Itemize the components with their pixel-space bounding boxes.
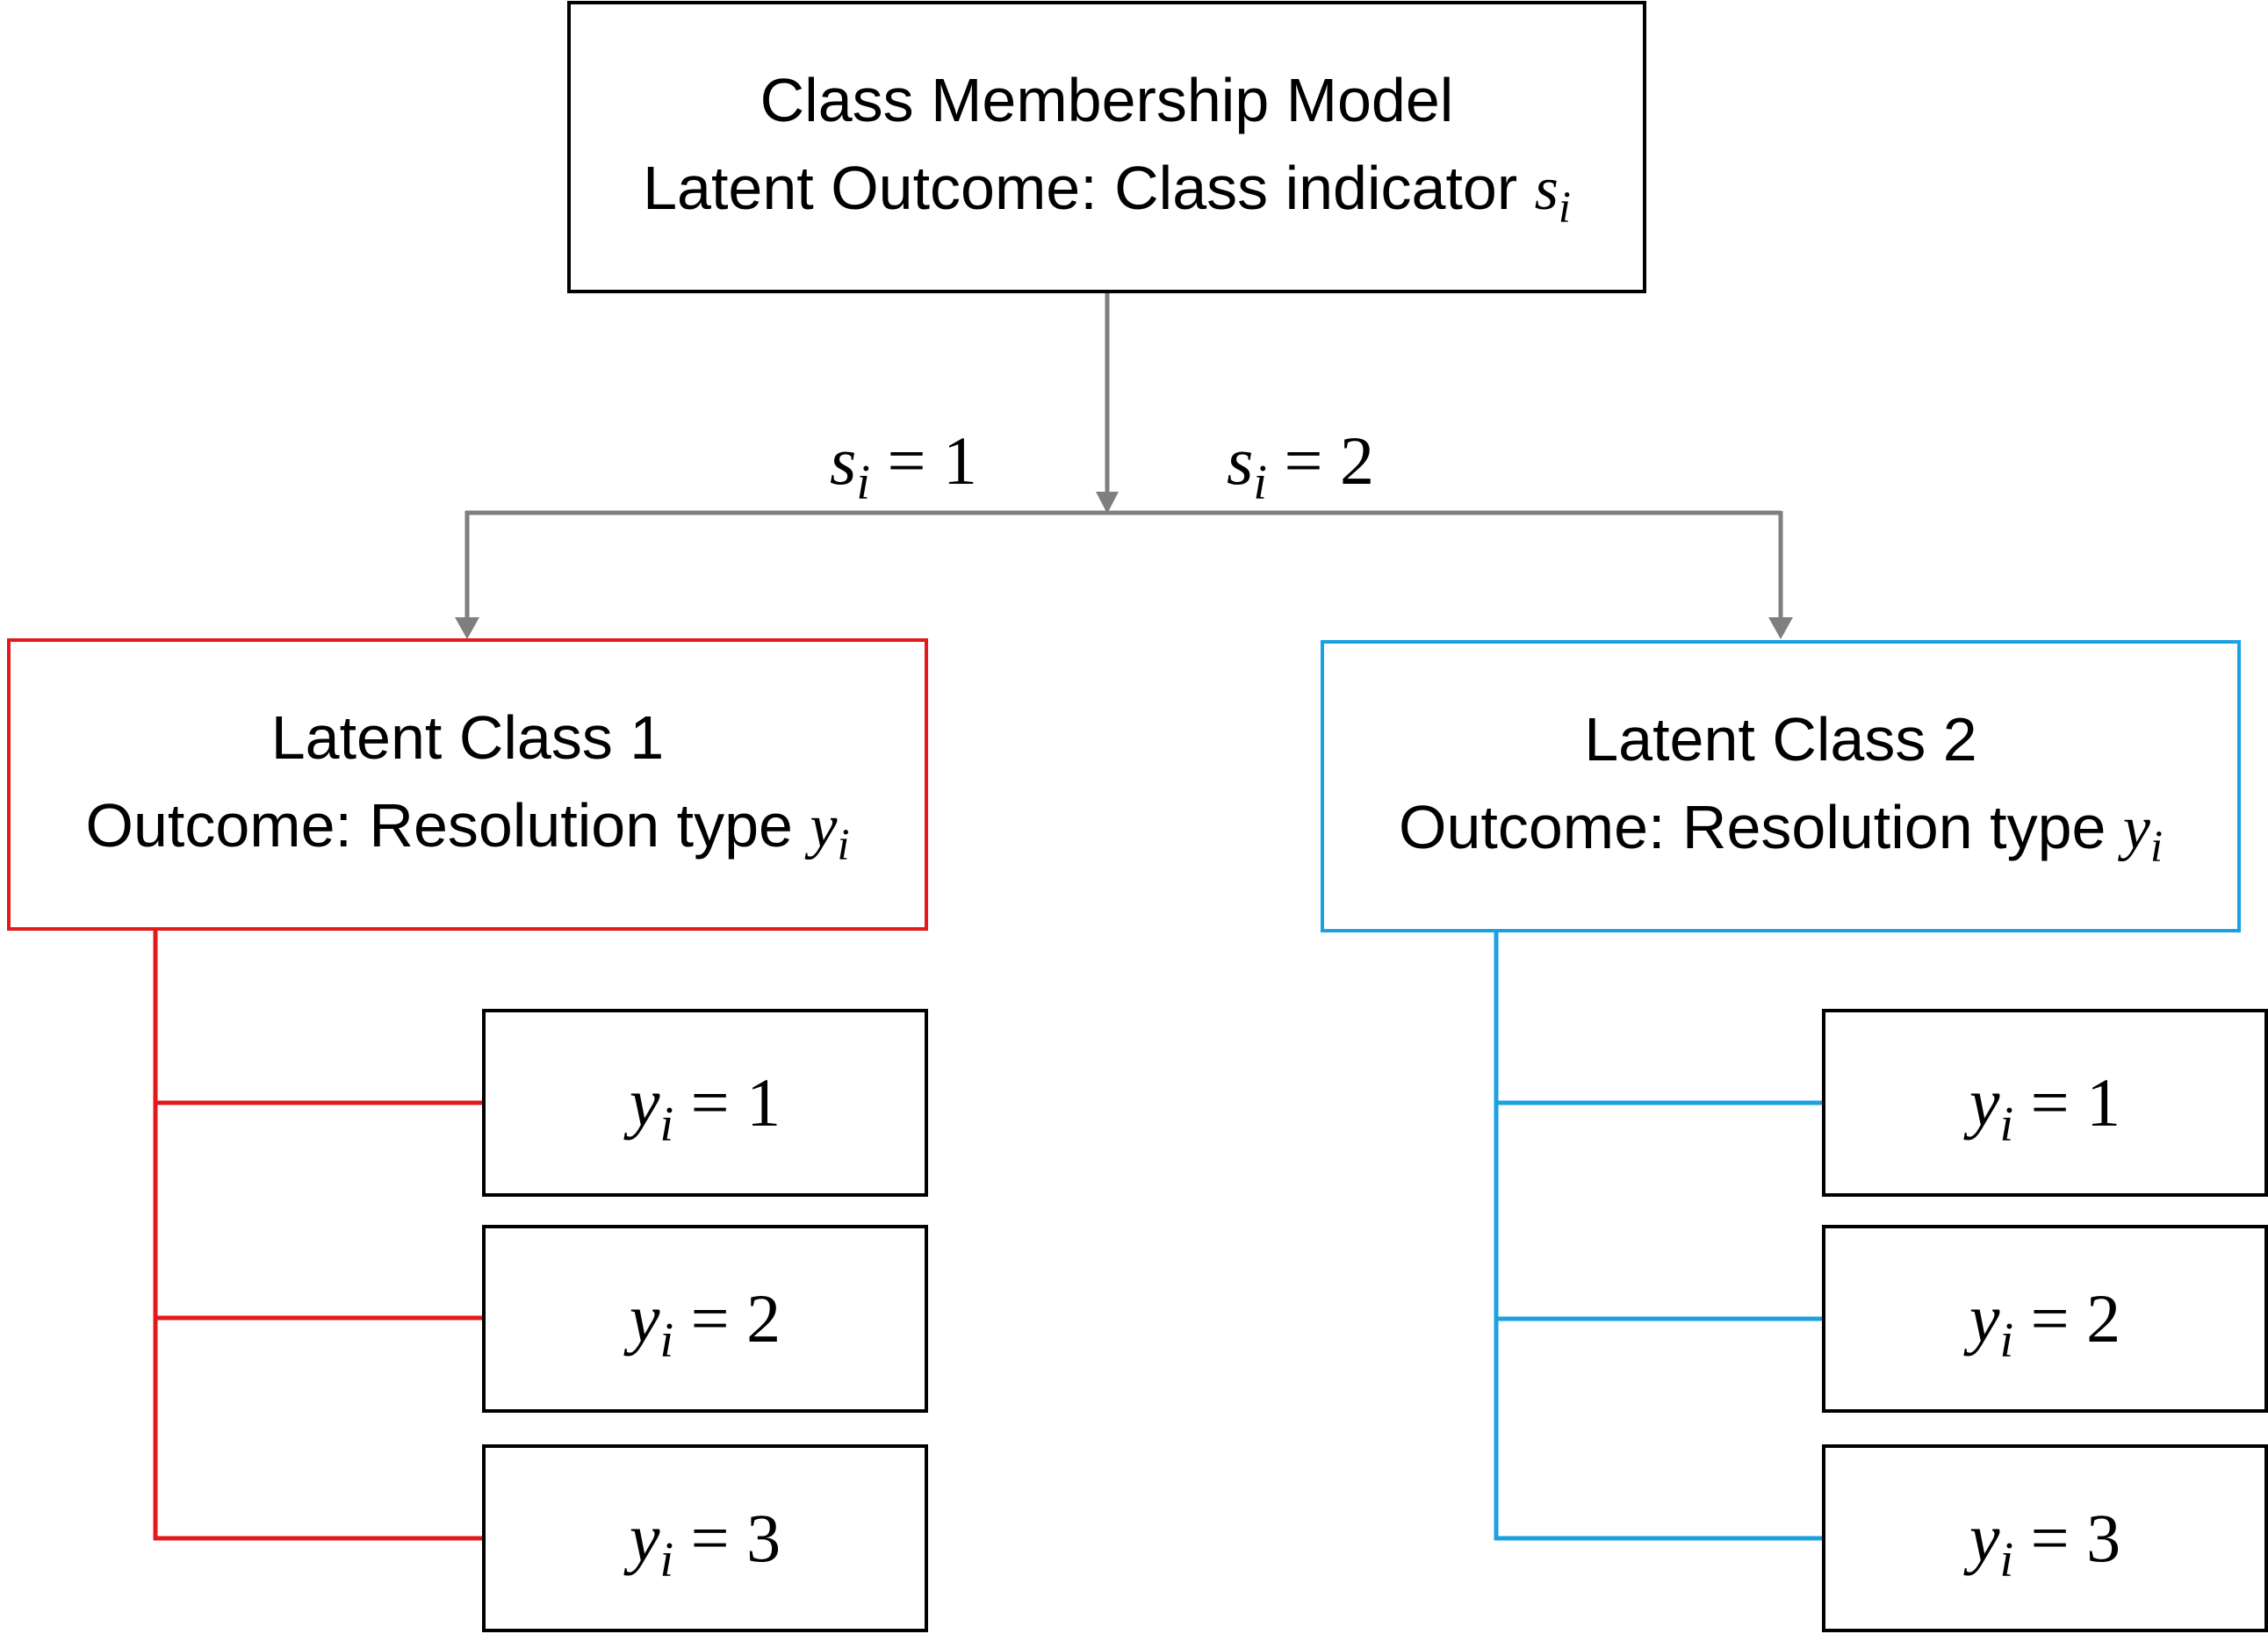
class2-option-3-subscript: i (1999, 1532, 2014, 1587)
class2-option-3-symbol: y (1969, 1500, 2000, 1576)
latent-class-2-outcome: Outcome: Resolution type (1399, 793, 2106, 861)
branch1-symbol: s (830, 422, 857, 499)
latent-outcome-line: Latent Outcome: Class indicator si (643, 144, 1571, 238)
class2-outcome-subscript: i (2149, 822, 2163, 872)
class-indicator-symbol: s (1534, 155, 1559, 223)
class2-option-3-box: yi = 3 (1822, 1444, 2268, 1632)
branch2-symbol: s (1227, 422, 1254, 499)
connector-left-arrowhead (455, 617, 479, 639)
class2-option-1-relation: = 1 (2030, 1064, 2121, 1141)
class-membership-title: Class Membership Model (760, 66, 1454, 134)
class2-option-2: yi = 2 (1825, 1228, 2264, 1409)
class1-option-1-relation: = 1 (690, 1064, 781, 1141)
connector-right-arrowhead (1768, 617, 1793, 639)
class1-option-1-symbol: y (629, 1064, 660, 1141)
branch1-relation: = 1 (887, 422, 977, 499)
class1-option-2-box: yi = 2 (482, 1225, 928, 1413)
class1-option-2-subscript: i (659, 1313, 674, 1368)
branch2-subscript: i (1253, 455, 1267, 510)
class1-outcome-subscript: i (837, 820, 850, 870)
latent-class-2-title: Latent Class 2 (1584, 705, 1977, 774)
class2-option-2-symbol: y (1969, 1280, 2000, 1357)
branch-label-class2: si = 2 (1227, 421, 1374, 510)
class-membership-box: Class Membership Model Latent Outcome: C… (567, 1, 1646, 293)
class1-option-3-box: yi = 3 (482, 1444, 928, 1632)
class2-option-1-box: yi = 1 (1822, 1009, 2268, 1197)
class-indicator-subscript: i (1558, 183, 1571, 233)
latent-class-2-outcome-line: Outcome: Resolution type yi (1399, 783, 2163, 877)
class1-outcome-symbol: y (810, 793, 838, 860)
latent-class-1-box: Latent Class 1 Outcome: Resolution type … (7, 638, 928, 931)
branch-label-class1: si = 1 (830, 421, 977, 510)
branch1-subscript: i (856, 455, 870, 510)
class1-option-1: yi = 1 (486, 1012, 925, 1193)
class2-outcome-symbol: y (2122, 795, 2150, 862)
latent-class-1-outcome: Outcome: Resolution type (85, 791, 793, 860)
class2-option-3: yi = 3 (1825, 1448, 2264, 1629)
latent-class-2-box: Latent Class 2 Outcome: Resolution type … (1321, 640, 2241, 932)
class1-option-2-symbol: y (629, 1280, 660, 1357)
class1-option-1-subscript: i (659, 1097, 674, 1152)
class2-option-1: yi = 1 (1825, 1012, 2264, 1193)
class1-option-2-relation: = 2 (690, 1280, 781, 1357)
class2-option-2-box: yi = 2 (1822, 1225, 2268, 1413)
class1-option-3-symbol: y (629, 1500, 660, 1576)
class2-option-2-relation: = 2 (2030, 1280, 2121, 1357)
branch2-relation: = 2 (1284, 422, 1374, 499)
latent-class-1-outcome-line: Outcome: Resolution type yi (86, 781, 850, 875)
latent-outcome-label: Latent Outcome: Class indicator (643, 154, 1518, 222)
class1-option-2: yi = 2 (486, 1228, 925, 1409)
class2-option-1-subscript: i (1999, 1097, 2014, 1152)
class1-option-3-subscript: i (659, 1532, 674, 1587)
class1-option-3-relation: = 3 (690, 1500, 781, 1576)
class1-option-3: yi = 3 (486, 1448, 925, 1629)
latent-class-1-title: Latent Class 1 (270, 703, 665, 772)
connector-trunk-arrowhead (1096, 492, 1119, 514)
class2-option-3-relation: = 3 (2030, 1500, 2121, 1576)
class2-option-2-subscript: i (1999, 1313, 2014, 1368)
class1-option-1-box: yi = 1 (482, 1009, 928, 1197)
class2-option-1-symbol: y (1969, 1064, 2000, 1141)
